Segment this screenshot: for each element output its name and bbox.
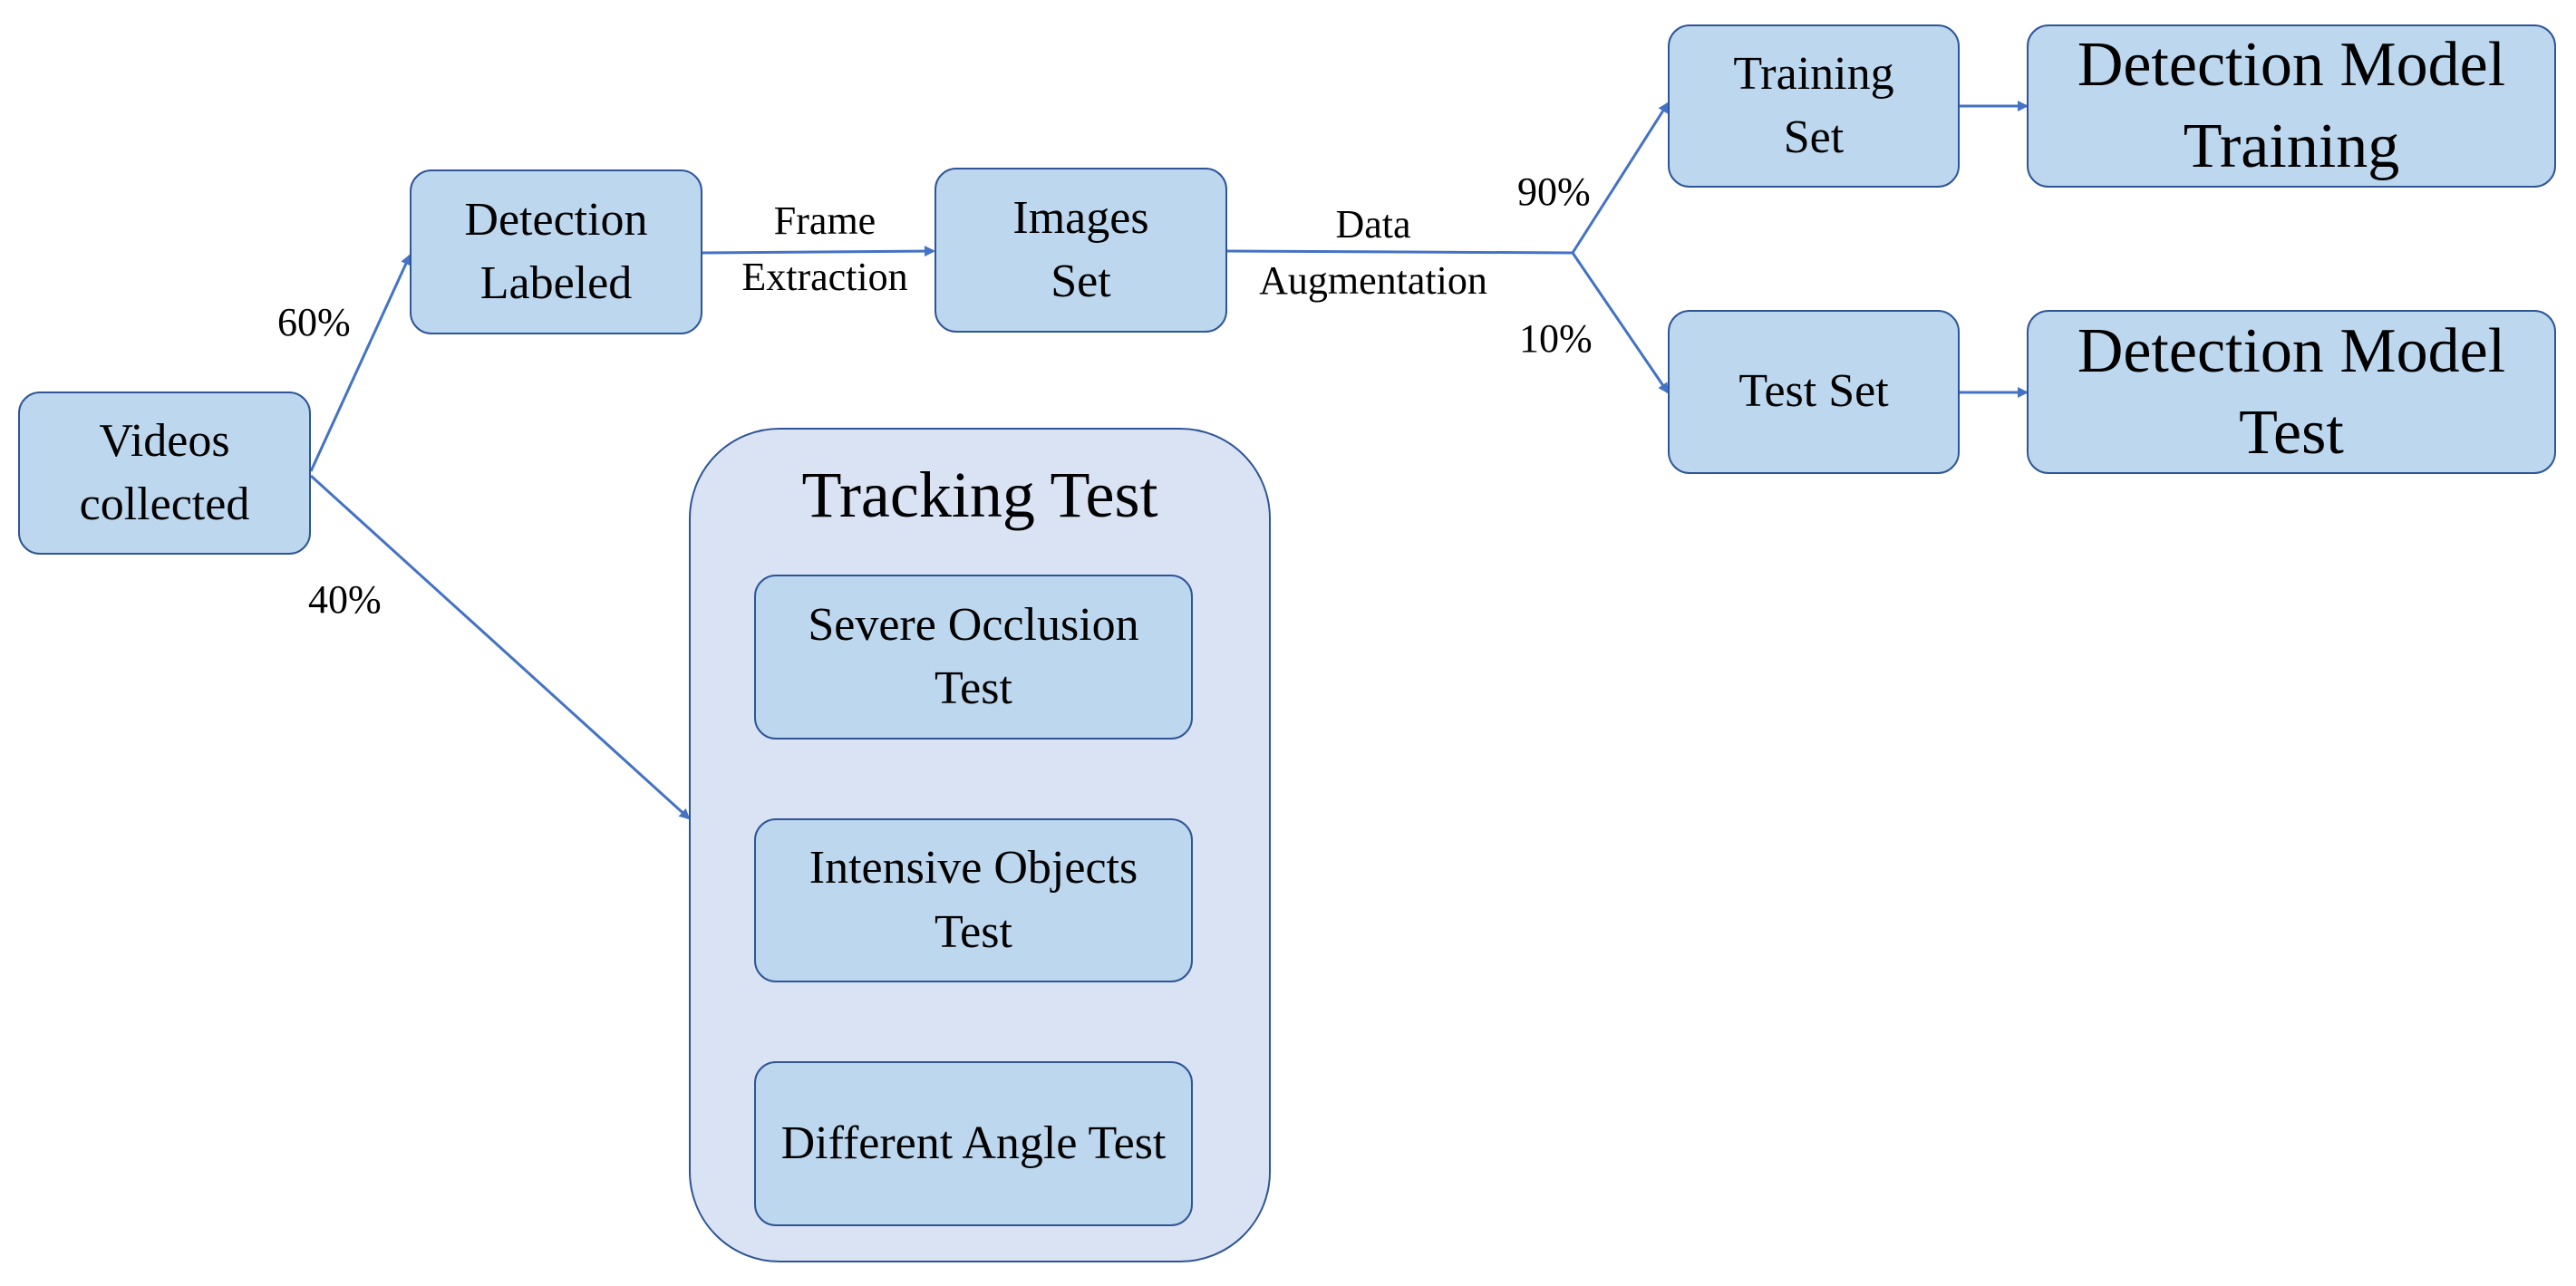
arrow-split-to-training <box>1571 102 1670 254</box>
arrow-split-to-test <box>1571 252 1670 394</box>
videos-collected-label: Videos collected <box>79 414 250 530</box>
frame-extraction-label: Frame Extraction <box>716 193 934 305</box>
line-images-to-split <box>1226 249 1574 255</box>
arrow-videos-to-tracking <box>309 474 691 820</box>
different-angle-test-box: Different Angle Test <box>754 1061 1193 1226</box>
detection-model-test-box: Detection Model Test <box>2027 310 2556 474</box>
training-share-label: 90% <box>1517 169 1591 214</box>
training-set-box: Training Set <box>1668 24 1960 188</box>
intensive-objects-test-label: Intensive Objects Test <box>809 842 1138 958</box>
tracking-test-title: Tracking Test <box>801 459 1158 531</box>
severe-occlusion-test-box: Severe Occlusion Test <box>754 575 1193 740</box>
tracking-share-label: 40% <box>308 577 382 622</box>
test-set-label: Test Set <box>1738 365 1889 418</box>
detection-labeled-box: Detection Labeled <box>410 169 702 334</box>
different-angle-test-label: Different Angle Test <box>780 1117 1167 1169</box>
severe-occlusion-test-label: Severe Occlusion Test <box>808 598 1139 714</box>
detection-model-training-box: Detection Model Training <box>2027 24 2556 188</box>
intensive-objects-test-box: Intensive Objects Test <box>754 818 1193 982</box>
images-set-box: Images Set <box>935 168 1227 333</box>
data-augmentation-label: Data Augmentation <box>1233 197 1514 308</box>
test-share-label: 10% <box>1519 316 1593 361</box>
arrow-videos-to-detection <box>309 254 412 472</box>
frame-extraction-line-2: Extraction <box>741 254 908 299</box>
test-set-box: Test Set <box>1668 310 1960 474</box>
detection-share-label: 60% <box>277 300 351 344</box>
training-set-label: Training Set <box>1733 47 1894 163</box>
data-augmentation-line-1: Data <box>1335 202 1411 247</box>
frame-extraction-line-1: Frame <box>773 198 876 243</box>
detection-labeled-label: Detection Labeled <box>464 193 648 309</box>
arrow-detection-to-images <box>702 246 935 257</box>
data-augmentation-line-2: Augmentation <box>1259 257 1487 303</box>
videos-collected-box: Videos collected <box>18 392 311 555</box>
images-set-label: Images Set <box>1012 191 1149 307</box>
detection-model-test-label: Detection Model Test <box>2077 315 2506 468</box>
detection-model-training-label: Detection Model Training <box>2077 30 2506 181</box>
